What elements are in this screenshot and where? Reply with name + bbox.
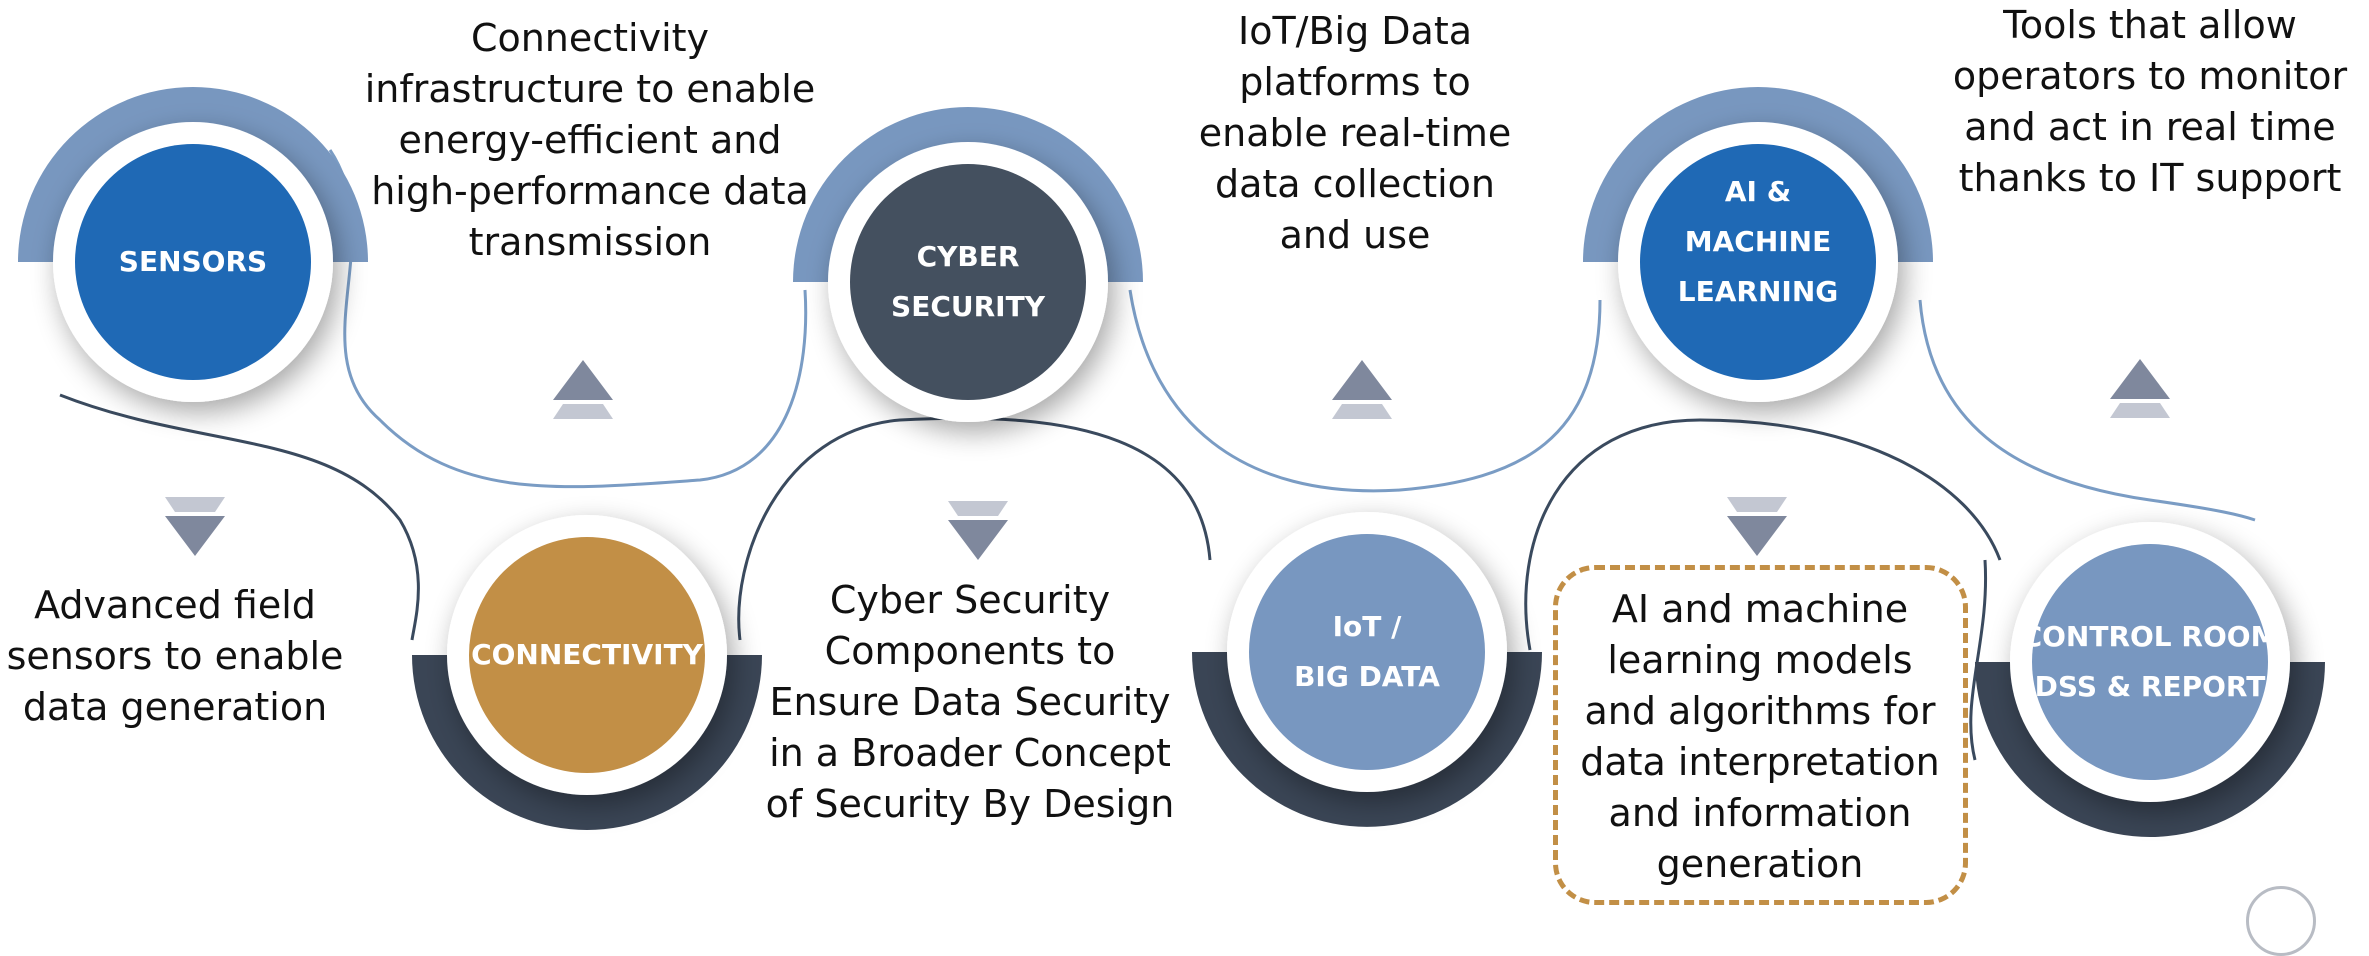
node-layer	[18, 87, 2325, 837]
arrow-head	[165, 516, 225, 556]
arrow-band	[1332, 404, 1392, 419]
arrow-band	[553, 404, 613, 419]
node-sensors	[18, 87, 368, 402]
arrow-up-iot-big-data-icon	[1332, 360, 1392, 419]
ai-description-callout	[1553, 565, 1968, 905]
arrow-head	[553, 360, 613, 400]
connector-wave-1	[328, 149, 808, 489]
connector-wave-7	[1969, 559, 1988, 761]
description-control-room: Tools that allow operators to monitor an…	[1952, 3, 2348, 200]
node-disc-connectivity	[469, 537, 705, 773]
arrow-head	[948, 520, 1008, 560]
description-ai-machine-learning: AI and machine learning models and algor…	[1580, 587, 1940, 886]
node-label-sensors: SENSORS	[118, 245, 268, 278]
node-label-cyber-security: CYBER SECURITY	[891, 240, 1045, 323]
node-label-ai-machine-learning: AI & MACHINE LEARNING	[1677, 175, 1839, 308]
arrow-head	[2110, 359, 2170, 399]
arrow-up-control-room-icon	[2110, 359, 2170, 418]
node-iot-big-data	[1192, 512, 1542, 827]
node-disc-ai-machine-learning	[1640, 144, 1876, 380]
node-disc-sensors	[75, 144, 311, 380]
node-disc-control-room	[2032, 544, 2268, 780]
arrow-band	[948, 501, 1008, 516]
node-label-iot-big-data: IoT / BIG DATA	[1294, 610, 1440, 693]
node-disc-cyber-security	[850, 164, 1086, 400]
arrow-down-ai-machine-learning-icon	[1727, 497, 1787, 556]
arrow-down-sensors-icon	[165, 497, 225, 556]
node-disc-iot-big-data	[1249, 534, 1485, 770]
arrow-head	[1727, 516, 1787, 556]
corner-logo-icon	[2246, 886, 2316, 956]
connector-waves	[59, 149, 2256, 761]
arrow-down-cyber-security-icon	[948, 501, 1008, 560]
description-cyber-security: Cyber Security Components to Ensure Data…	[765, 578, 1175, 826]
node-cyber-security	[793, 107, 1143, 422]
arrow-band	[165, 497, 225, 512]
connector-wave-3	[737, 416, 1212, 641]
arrow-band	[2110, 403, 2170, 418]
connector-wave-2	[59, 393, 420, 641]
node-control-room	[1975, 522, 2325, 837]
arrow-head	[1332, 360, 1392, 400]
node-label-control-room: CONTROL ROOM DSS & REPORT	[2021, 620, 2279, 703]
arrow-band	[1727, 497, 1787, 512]
process-diagram: SENSORS CONNECTIVITY CYBER SECURITY IoT …	[6, 3, 2348, 956]
connector-wave-5	[1524, 418, 2002, 651]
connector-wave-6	[1918, 299, 2256, 522]
description-connectivity: Connectivity infrastructure to enable en…	[364, 16, 816, 264]
diagram-canvas	[18, 87, 2325, 837]
description-iot-big-data: IoT/Big Data platforms to enable real-ti…	[1198, 9, 1512, 257]
node-ai-machine-learning	[1583, 87, 1933, 402]
connector-wave-4	[1128, 289, 1602, 493]
node-connectivity	[412, 515, 762, 830]
node-label-connectivity: CONNECTIVITY	[471, 638, 703, 671]
description-sensors: Advanced field sensors to enable data ge…	[6, 583, 344, 729]
arrow-up-connectivity-icon	[553, 360, 613, 419]
